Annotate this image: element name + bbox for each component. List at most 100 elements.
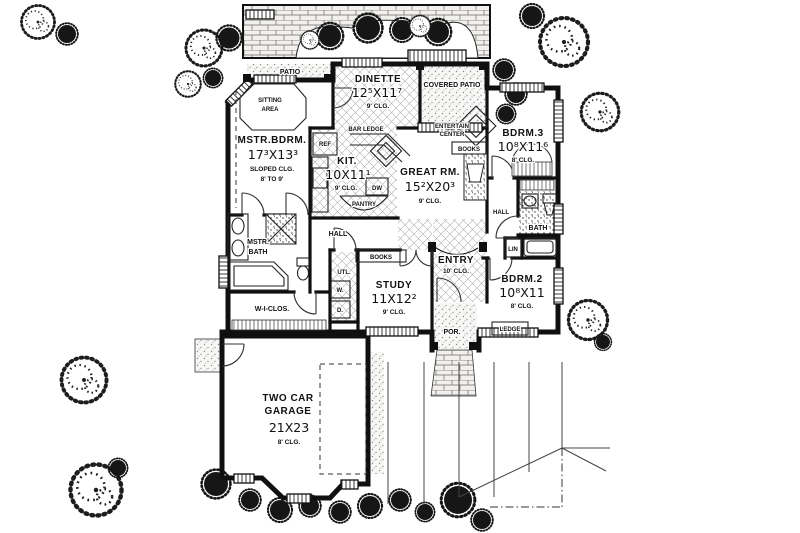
door-swing xyxy=(221,343,245,367)
fixtures xyxy=(227,83,557,475)
planter-box xyxy=(245,9,275,20)
label-master-bath-2: BATH xyxy=(249,249,268,256)
column xyxy=(428,242,436,252)
label-walk-in-closet: W-I-CLOS. xyxy=(255,306,290,313)
bush-icon xyxy=(202,67,224,89)
dishwasher xyxy=(365,177,389,196)
bifold-closet-doors xyxy=(511,143,553,163)
archway xyxy=(435,247,479,256)
door-swing xyxy=(285,192,309,216)
label-kitchen: KIT. xyxy=(337,156,357,167)
label-study-dims: 11X12² xyxy=(371,291,416,306)
window xyxy=(553,203,564,235)
windows xyxy=(218,49,564,504)
tree-icon xyxy=(540,18,588,66)
porch-floor xyxy=(433,303,477,349)
label-pantry: PANTRY xyxy=(352,202,376,208)
label-study: STUDY xyxy=(376,280,412,291)
oven xyxy=(312,167,328,189)
sink xyxy=(231,217,245,235)
closet-shelf xyxy=(231,319,327,331)
bush-icon xyxy=(107,457,129,479)
toilet-tank xyxy=(296,257,310,267)
bush-icon xyxy=(328,500,352,524)
label-bar-ledge: BAR LEDGE xyxy=(348,127,383,133)
entertainment-center-inner xyxy=(463,113,489,139)
sink xyxy=(231,239,245,257)
vanity xyxy=(521,193,539,209)
label-great-room-note: 9' CLG. xyxy=(419,198,442,205)
bookshelf xyxy=(355,249,407,263)
label-entry: ENTRY xyxy=(438,255,474,266)
label-sitting-2: AREA xyxy=(261,107,279,113)
tree-icon xyxy=(174,70,202,98)
label-dinette-note: 9' CLG. xyxy=(367,103,390,110)
utility-tile xyxy=(331,252,358,322)
label-ledge: LEDGE xyxy=(500,327,521,333)
garage-window xyxy=(286,493,312,504)
label-master-bedroom-note2: 8' TO 9' xyxy=(261,176,284,183)
garage-window xyxy=(340,479,359,490)
door-swing xyxy=(293,291,317,315)
kitchen-sink-inner xyxy=(376,141,396,161)
label-books-study: BOOKS xyxy=(370,255,392,261)
label-patio: PATIO xyxy=(280,69,301,76)
driveway xyxy=(387,362,610,508)
tree-icon xyxy=(300,30,320,50)
window xyxy=(553,99,564,143)
label-entertain-1: ENTERTAIN xyxy=(435,124,469,130)
floor-finishes xyxy=(194,64,557,474)
label-garage-note: 8' CLG. xyxy=(278,439,301,446)
door-swing xyxy=(332,87,354,109)
door-swing xyxy=(491,155,515,179)
kitchen-counter xyxy=(311,156,329,213)
firebox xyxy=(466,163,485,183)
bush-icon xyxy=(414,501,436,523)
label-entertain-2: CENTER xyxy=(440,132,465,138)
bush-icon xyxy=(55,22,79,46)
label-hall-center: HALL xyxy=(329,231,348,238)
closet-shelf xyxy=(511,161,553,177)
label-great-room-dims: 15²X20³ xyxy=(405,179,455,194)
label-utility: UTL. xyxy=(337,270,351,276)
tree-icon xyxy=(579,91,621,133)
label-porch: POR. xyxy=(443,329,460,336)
sink xyxy=(523,195,537,207)
label-entry-note: 10' CLG. xyxy=(443,268,469,275)
garage-storage-outline xyxy=(319,363,367,475)
label-dinette-dims: 12⁵X11⁷ xyxy=(352,85,402,100)
vestibule-tile xyxy=(398,219,432,250)
bush-icon xyxy=(492,58,516,82)
label-great-room: GREAT RM. xyxy=(400,167,460,178)
bush-icon xyxy=(315,21,345,51)
porch-column xyxy=(469,342,477,350)
door-swing xyxy=(415,249,433,267)
column xyxy=(479,242,487,252)
bush-icon xyxy=(215,24,243,52)
label-kitchen-dims: 10X11¹ xyxy=(325,167,370,182)
label-master-bedroom: MSTR.BDRM. xyxy=(238,135,307,146)
label-bath: BATH xyxy=(529,225,548,232)
refrigerator xyxy=(312,132,338,156)
window xyxy=(553,267,564,305)
tree-icon xyxy=(408,14,432,38)
side-walk xyxy=(369,352,384,474)
sitting-bay xyxy=(239,83,307,131)
bush-icon xyxy=(593,332,613,352)
covered-patio-floor xyxy=(422,66,486,124)
label-hall-right: HALL xyxy=(493,210,509,216)
linen-closet xyxy=(504,238,522,258)
bush-icon xyxy=(238,488,262,512)
label-sitting-1: SITTING xyxy=(258,98,282,104)
doors xyxy=(221,87,553,367)
label-washer: W. xyxy=(337,288,344,294)
bush-icon xyxy=(352,12,384,44)
pantry-shelves xyxy=(339,195,389,211)
dryer xyxy=(330,300,351,319)
front-door-swing xyxy=(436,277,462,303)
bush-icon xyxy=(200,468,232,500)
entry-tile xyxy=(433,219,486,302)
door-swing xyxy=(333,227,357,251)
toilet xyxy=(296,265,310,281)
